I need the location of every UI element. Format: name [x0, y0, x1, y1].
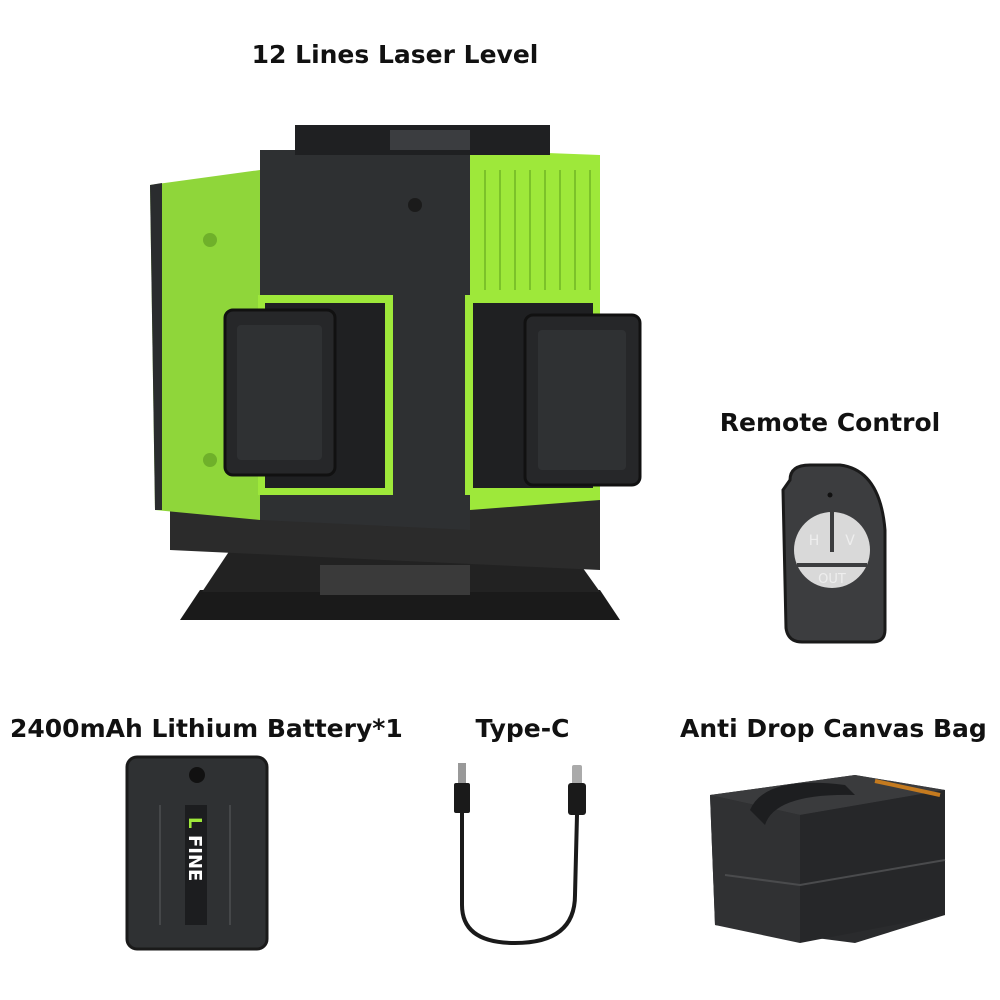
bag-title: Anti Drop Canvas Bag: [680, 714, 987, 743]
remote-out-button: OUT: [818, 572, 846, 587]
laser-level-illustration: [150, 125, 642, 620]
type-c-title: Type-C: [475, 714, 570, 743]
battery-title: 2400mAh Lithium Battery*1: [10, 714, 403, 743]
remote-h-button: H: [809, 533, 820, 549]
battery-brand-prefix: L: [184, 817, 205, 828]
remote-buttons: H V OUT: [794, 512, 870, 588]
laser-level-title: 12 Lines Laser Level: [251, 40, 539, 69]
canvas-bag-illustration: [710, 775, 946, 943]
remote-control-illustration: H V OUT: [781, 463, 887, 644]
type-c-cable-illustration: [454, 763, 586, 946]
remote-v-button: V: [845, 533, 855, 549]
battery-illustration: L FINE: [125, 755, 269, 951]
battery-brand-name: FINE: [184, 835, 205, 881]
remote-control-title: Remote Control: [719, 408, 941, 437]
